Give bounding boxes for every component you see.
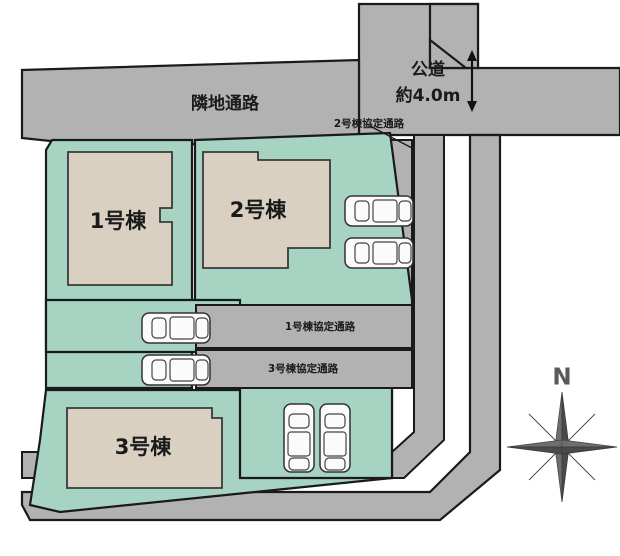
car-icon: [141, 312, 211, 344]
compass-rose-icon: N: [506, 365, 618, 503]
compass-north-label: N: [552, 365, 571, 391]
building-3-footprint: [66, 407, 223, 489]
note-bldg2-leader: [369, 125, 413, 149]
building-1-label: 1号棟: [90, 209, 148, 233]
compass-cardinal-points: [506, 391, 618, 503]
note-bldg2-passage: 2号棟協定通路: [334, 117, 405, 130]
public-road-label: 公道: [411, 59, 445, 80]
parking-bldg-3: [283, 403, 351, 473]
adjacent-passage-label: 隣地通路: [191, 93, 260, 114]
building-3-label: 3号棟: [115, 435, 173, 459]
note-bldg3-passage: 3号棟協定通路: [268, 362, 339, 375]
parking-bldg-1: [141, 312, 211, 386]
public-road-width-arrow: [467, 50, 477, 112]
building-2-label: 2号棟: [230, 198, 288, 222]
parking-bldg-2: [344, 195, 414, 269]
public-road-corner-cut: [428, 37, 470, 70]
car-icon: [141, 354, 211, 386]
building-1-footprint: [67, 151, 173, 286]
car-icon: [344, 195, 414, 227]
note-bldg1-passage: 1号棟協定通路: [285, 320, 356, 333]
car-icon: [283, 403, 315, 473]
public-road-width-label: 約4.0m: [396, 85, 461, 106]
compass-diagonal-points: [528, 413, 596, 481]
building-2-footprint: [202, 151, 331, 269]
outer-access-corridor: [20, 133, 502, 522]
inner-access-corridor: [21, 134, 445, 479]
car-icon: [344, 237, 414, 269]
car-icon: [319, 403, 351, 473]
